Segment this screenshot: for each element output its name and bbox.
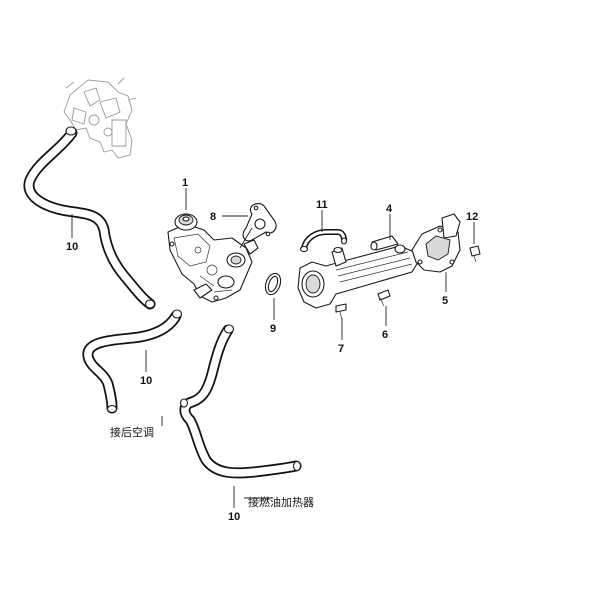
callout-10-middle: 10 [140, 375, 152, 387]
pump-housing [167, 213, 259, 303]
hose-upper [23, 126, 156, 310]
hose-middle [82, 309, 183, 414]
o-ring [264, 272, 282, 296]
callout-12: 12 [466, 211, 478, 223]
annotation-notes: 接后空调 接燃油加热器 [110, 425, 314, 509]
hose-lower [179, 324, 302, 479]
flange-bracket [411, 213, 461, 273]
callout-6: 6 [382, 329, 388, 341]
callout-9: 9 [270, 323, 276, 335]
leader-lines [71, 188, 475, 508]
bolt-12 [469, 245, 481, 263]
bolt-7 [335, 303, 347, 321]
callout-1: 1 [182, 177, 188, 189]
callout-11: 11 [316, 199, 328, 211]
callout-labels: 1 4 5 6 7 8 9 10 10 10 11 12 [66, 177, 478, 523]
callout-10-upper: 10 [66, 241, 78, 253]
cooler-body [297, 235, 419, 309]
callout-5: 5 [442, 295, 448, 307]
bent-pipe [299, 229, 348, 253]
engine-block-ghost [63, 77, 137, 159]
bolt-6 [377, 289, 391, 307]
callout-8: 8 [210, 211, 216, 223]
note-fuel-heater: 接燃油加热器 [248, 495, 314, 509]
callout-7: 7 [338, 343, 344, 355]
note-rear-ac: 接后空调 [110, 425, 154, 439]
callout-10-lower: 10 [228, 511, 240, 523]
gasket-plate [242, 203, 277, 242]
callout-4: 4 [386, 203, 393, 215]
